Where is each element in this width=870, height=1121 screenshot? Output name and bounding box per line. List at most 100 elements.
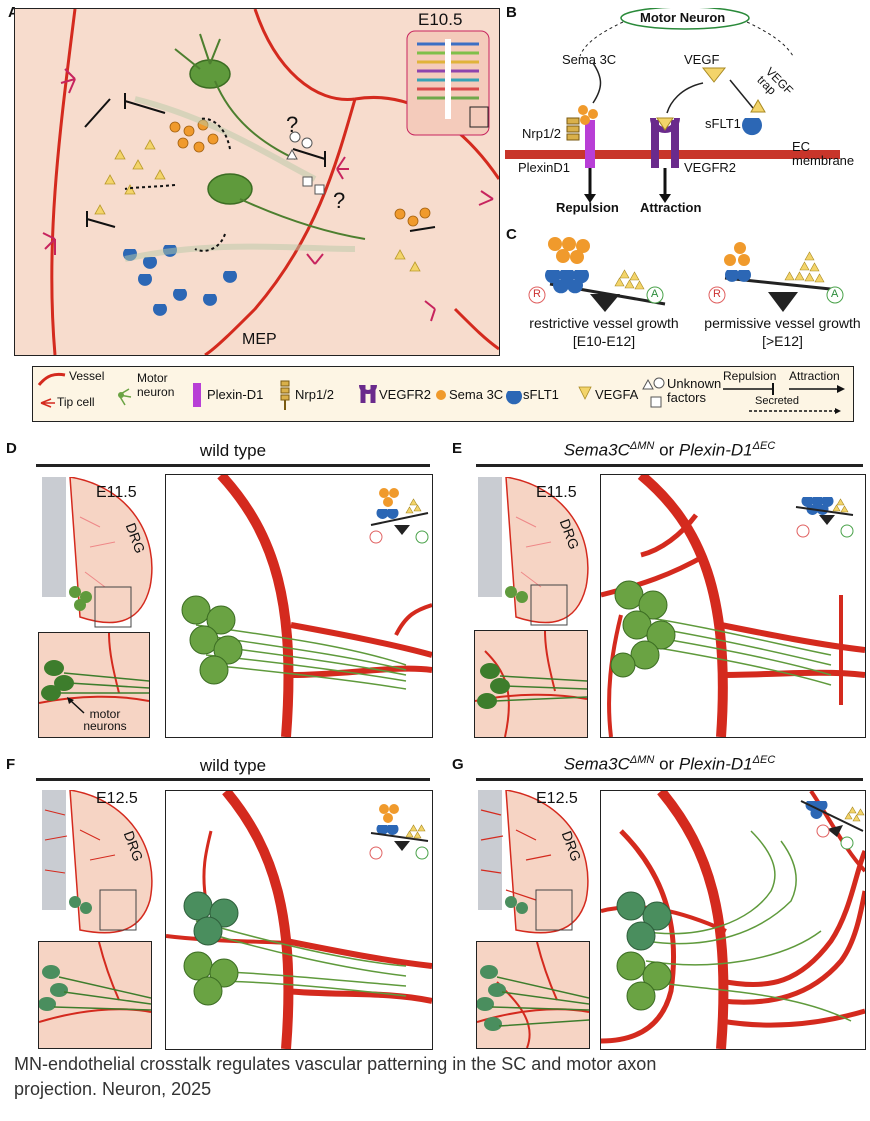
- panel-e-rule: [476, 464, 863, 467]
- panel-d-inset-illustration: [39, 633, 149, 714]
- panel-d-inset-label: motor neurons: [83, 707, 127, 733]
- panel-e-title-a: Sema3C: [563, 440, 630, 460]
- legend-motor-neuron: Motor neuron: [137, 371, 174, 399]
- panel-c-a-right: A: [831, 288, 839, 300]
- panel-d-stage: E11.5: [96, 484, 137, 501]
- panel-f-overview: [40, 789, 160, 938]
- legend-sflt1: sFLT1: [523, 387, 559, 402]
- panel-b-motor-neuron: Motor Neuron: [640, 10, 726, 25]
- panel-c-r-left: R: [533, 288, 541, 300]
- panel-b-vegfr2: VEGFR2: [684, 160, 737, 175]
- panel-b-ec-membrane: EC membrane: [792, 139, 855, 168]
- panel-e-inset: [474, 630, 588, 738]
- panel-e-overview: [476, 476, 596, 629]
- legend-secreted: Secreted: [755, 395, 800, 407]
- panel-b-attraction: Attraction: [640, 200, 702, 215]
- caption-line-1: MN-endothelial crosstalk regulates vascu…: [14, 1054, 657, 1074]
- panel-label-a: A: [8, 4, 19, 21]
- panel-c-balances: [528, 237, 844, 312]
- panel-label-g: G: [452, 756, 464, 773]
- panel-b-illustration: [505, 6, 840, 203]
- panel-g-title: Sema3CΔMN or Plexin-D1ΔEC: [476, 754, 863, 775]
- legend-vessel: Vessel: [69, 369, 105, 383]
- legend-attraction: Attraction: [789, 369, 840, 383]
- legend-unknown-1: Unknown: [667, 376, 722, 391]
- panel-g-sup-b: ΔEC: [752, 754, 776, 766]
- panel-label-c: C: [506, 226, 517, 243]
- panel-e-main-illustration: [601, 475, 865, 737]
- panel-d-overview: [40, 476, 160, 629]
- panel-f-stage: E12.5: [96, 790, 138, 807]
- panel-d-overview-illustration: [42, 476, 153, 628]
- panel-e-stage: E11.5: [536, 484, 577, 501]
- panel-e-sup-a: ΔMN: [629, 440, 655, 452]
- panel-a-illustration: [42, 8, 501, 357]
- legend-sema3c: Sema 3C: [449, 387, 504, 402]
- panel-d-rule: [36, 464, 430, 467]
- legend-unknown-2: factors: [667, 390, 707, 405]
- panel-g-overview-illustration: [478, 789, 589, 934]
- panel-f-main: [165, 790, 433, 1050]
- panel-a-question-1: ?: [286, 112, 299, 137]
- panel-a-mep: MEP: [242, 331, 277, 348]
- caption-line-2: projection. Neuron, 2025: [14, 1079, 212, 1099]
- panel-c-right-line1: permissive vessel growth: [704, 315, 861, 331]
- panel-c-a-left: A: [651, 288, 659, 300]
- panel-g-stage: E12.5: [536, 790, 578, 807]
- panel-c-right-line2: [>E12]: [762, 333, 803, 349]
- panel-c-right-caption: permissive vessel growth [>E12]: [695, 314, 870, 350]
- panel-e-title-or: or: [654, 440, 679, 460]
- panel-d-main: [165, 474, 433, 738]
- panel-e-main: [600, 474, 866, 738]
- panel-f-rule: [36, 778, 430, 781]
- panel-d-inset: [38, 632, 150, 738]
- panel-b-nrp: Nrp1/2: [522, 126, 562, 141]
- legend-motor-neuron-2: neuron: [137, 385, 175, 399]
- panel-g-main-illustration: [601, 791, 865, 1049]
- panel-d-main-illustration: [181, 475, 432, 737]
- panel-f-title: wild type: [199, 756, 267, 775]
- panel-e-overview-illustration: [478, 476, 589, 626]
- panel-a: [14, 8, 501, 357]
- legend: Vessel Tip cell Motor neuron Plexin-D1 N…: [32, 366, 854, 422]
- panel-a-stage: E10.5: [418, 10, 463, 29]
- panel-f-main-illustration: [166, 791, 432, 1049]
- panel-e-sup-b: ΔEC: [752, 440, 776, 452]
- panel-e-title: Sema3CΔMN or Plexin-D1ΔEC: [476, 440, 863, 461]
- panel-c-left-caption: restrictive vessel growth [E10-E12]: [514, 314, 694, 350]
- legend-motor-neuron-1: Motor: [137, 371, 168, 385]
- panel-b-repulsion: Repulsion: [556, 200, 619, 215]
- legend-tip-cell: Tip cell: [57, 395, 95, 409]
- panel-b-sema3c: Sema 3C: [562, 52, 617, 67]
- panel-b-plexind1: PlexinD1: [518, 160, 571, 175]
- panel-label-f: F: [6, 756, 16, 773]
- panel-f-inset-illustration: [39, 942, 151, 1023]
- panel-d-title: wild type: [199, 441, 267, 460]
- legend-repulsion: Repulsion: [723, 369, 777, 383]
- legend-unknown: Unknown factors: [667, 377, 721, 405]
- panel-g-title-a: Sema3C: [563, 754, 630, 774]
- legend-symbols: [37, 372, 845, 414]
- panel-e-inset-illustration: [475, 631, 587, 737]
- legend-vegfa: VEGFA: [595, 387, 639, 402]
- panel-g-title-or: or: [654, 754, 679, 774]
- panel-f-inset: [38, 941, 152, 1049]
- panel-g-sup-a: ΔMN: [629, 754, 655, 766]
- panel-g-main: [600, 790, 866, 1050]
- panel-c-left-line2: [E10-E12]: [572, 333, 636, 349]
- legend-vegfr2: VEGFR2: [379, 387, 432, 402]
- panel-g-title-b: Plexin-D1: [678, 754, 753, 774]
- panel-g-inset-illustration: [477, 942, 589, 1048]
- panel-e-title-b: Plexin-D1: [678, 440, 753, 460]
- figure-caption: MN-endothelial crosstalk regulates vascu…: [14, 1052, 864, 1102]
- panel-g-overview: [476, 789, 596, 938]
- panel-g-rule: [476, 778, 863, 781]
- panel-c-left-line1: restrictive vessel growth: [529, 315, 679, 331]
- legend-plexin: Plexin-D1: [207, 387, 264, 402]
- panel-b-sflt1: sFLT1: [705, 116, 741, 131]
- panel-c-r-right: R: [713, 288, 721, 300]
- panel-g-inset: [476, 941, 590, 1049]
- panel-b-vegf: VEGF: [684, 52, 720, 67]
- panel-label-d: D: [6, 440, 17, 457]
- legend-nrp: Nrp1/2: [295, 387, 335, 402]
